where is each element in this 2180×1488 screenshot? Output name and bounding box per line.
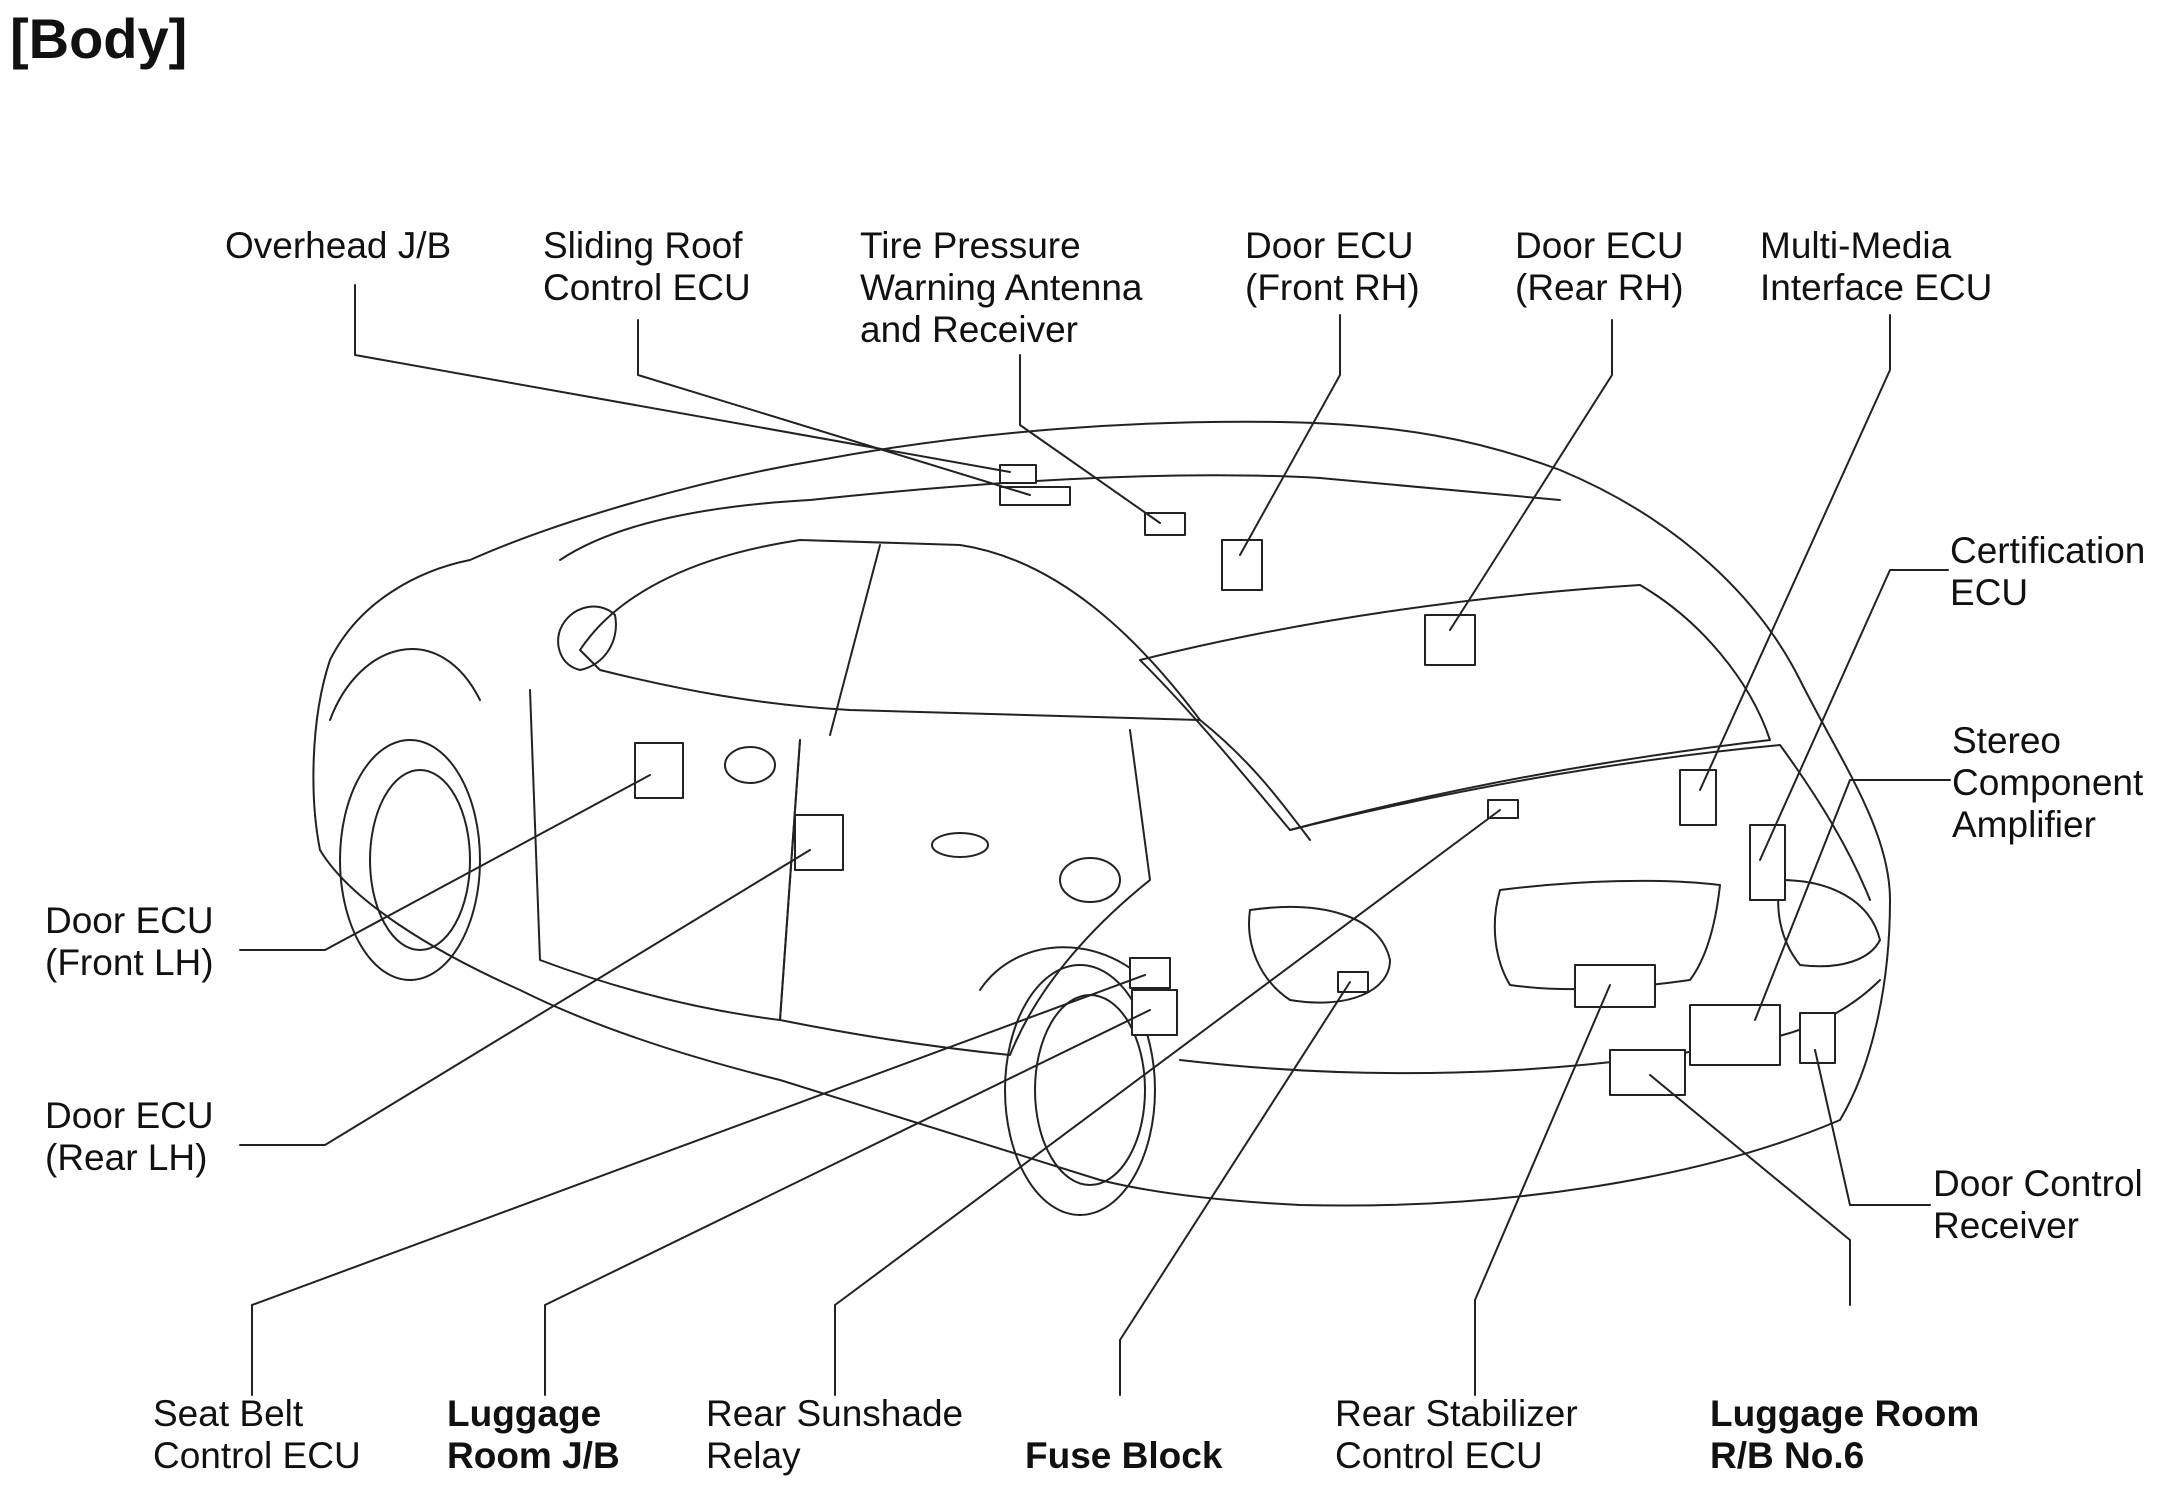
comp-overhead-jb — [999, 464, 1037, 484]
leader-luggage-jb — [544, 1009, 1151, 1396]
license-recess — [1493, 879, 1721, 991]
car-b-pillar — [829, 544, 881, 736]
car-outline — [312, 420, 1891, 1207]
car-c-pillar — [1199, 719, 1311, 841]
comp-fuse-block — [1337, 971, 1369, 993]
comp-rear-stabilizer — [1574, 964, 1656, 1008]
label-fuse-block: Fuse Block — [1025, 1435, 1223, 1476]
leader-luggage-rb — [1649, 1074, 1851, 1306]
leader-door-ecu-rear-rh — [1449, 319, 1613, 631]
comp-door-ecu-front-lh — [634, 742, 684, 799]
leader-door-ecu-front-rh — [1239, 314, 1341, 556]
label-door-ecu-rear-lh: Door ECU(Rear LH) — [45, 1095, 214, 1178]
comp-stereo — [1689, 1004, 1781, 1066]
comp-seat-belt — [1129, 957, 1171, 989]
fuel-door — [1059, 857, 1121, 903]
leader-door-control — [1814, 1049, 1931, 1206]
leader-seat-belt — [251, 974, 1146, 1396]
leader-tire-pressure — [1019, 354, 1161, 524]
side-mirror — [557, 605, 617, 671]
rear-window — [1139, 584, 1771, 831]
leader-door-ecu-rear-lh — [239, 849, 811, 1146]
label-door-ecu-rear-rh: Door ECU(Rear RH) — [1515, 225, 1684, 308]
leader-sliding-roof — [637, 319, 1031, 496]
label-overhead-jb: Overhead J/B — [225, 225, 452, 266]
tail-light-left — [1248, 906, 1391, 1004]
comp-door-control — [1799, 1012, 1836, 1064]
leader-door-ecu-front-lh — [239, 774, 651, 951]
comp-door-ecu-front-rh — [1221, 539, 1263, 591]
leader-rear-sunshade — [834, 809, 1501, 1396]
leader-stereo — [1754, 779, 1951, 1021]
front-wheel — [339, 739, 481, 981]
page-title: [Body] — [10, 7, 188, 70]
rear-door — [779, 729, 1151, 1056]
comp-door-ecu-rear-lh — [794, 814, 844, 871]
comp-luggage-jb — [1131, 989, 1178, 1036]
label-door-ecu-front-rh: Door ECU(Front RH) — [1245, 225, 1420, 308]
leader-overhead-jb — [354, 284, 1011, 473]
leader-certification — [1759, 569, 1949, 861]
comp-certification — [1749, 824, 1786, 901]
tail-light-right — [1777, 879, 1881, 968]
comp-multimedia — [1679, 769, 1717, 826]
car-side-windows — [579, 539, 1201, 721]
rear-wheel — [1004, 964, 1156, 1216]
leader-fuse-block — [1119, 981, 1351, 1396]
trunk-lid — [1289, 744, 1871, 901]
comp-door-ecu-rear-rh — [1424, 614, 1476, 666]
car-roof — [559, 474, 1561, 561]
leader-rear-stabilizer — [1474, 984, 1611, 1396]
comp-luggage-rb — [1609, 1049, 1686, 1096]
front-door — [529, 689, 801, 1021]
label-door-ecu-front-lh: Door ECU(Front LH) — [45, 900, 214, 983]
leader-multimedia — [1699, 314, 1891, 791]
